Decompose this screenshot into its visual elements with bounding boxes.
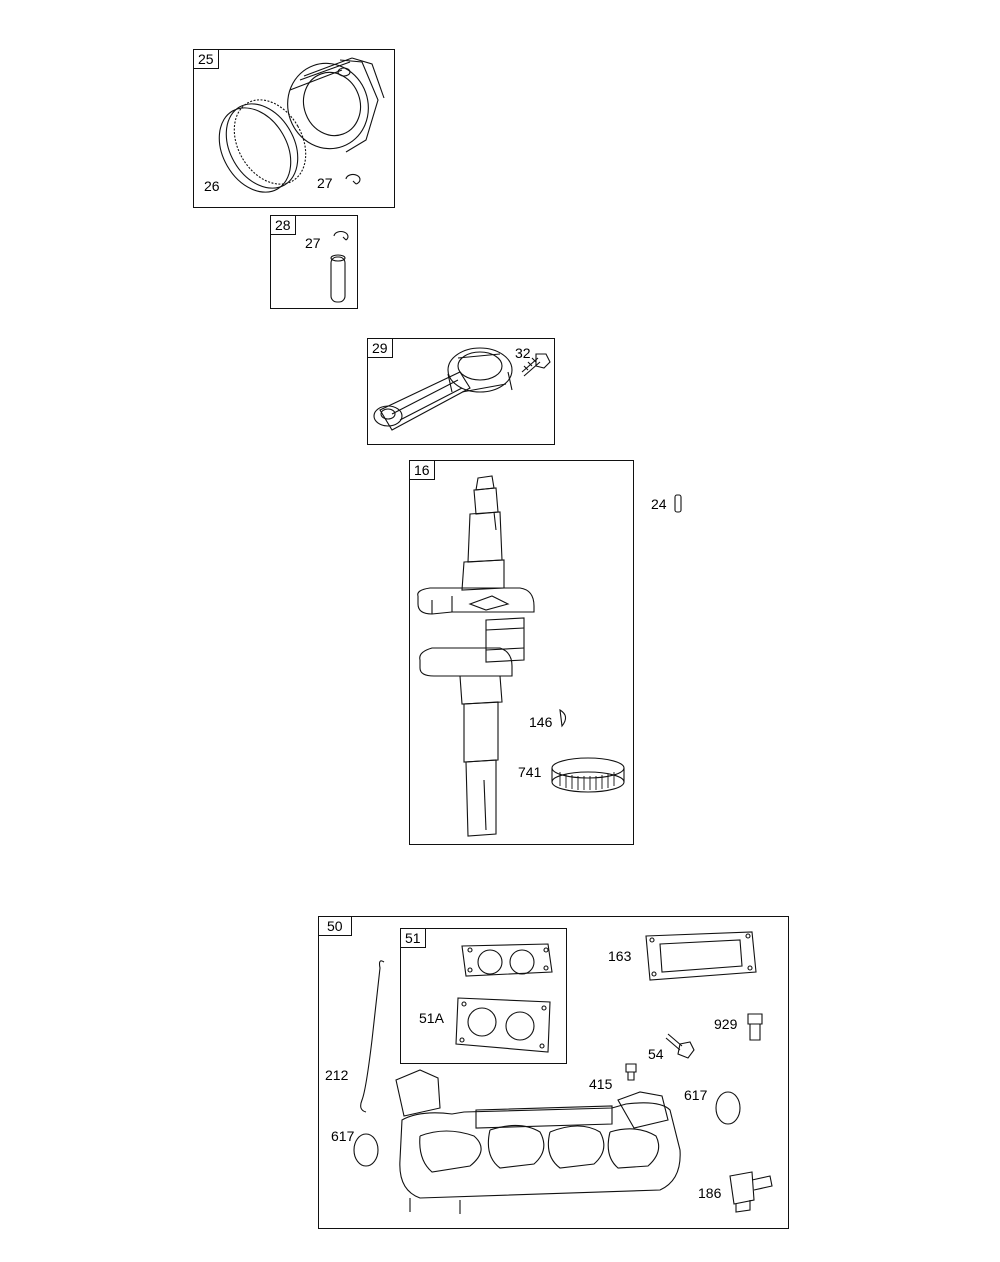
group-28-tag: 28 [270, 215, 296, 235]
piston-rings-drawing [205, 87, 320, 205]
callout-741-gear: 741 [518, 764, 542, 780]
gasket-51-drawing [462, 944, 552, 976]
group-25-piston-assembly: 25 [193, 49, 395, 208]
group-16-tag: 16 [409, 460, 435, 480]
key-146-drawing [560, 710, 566, 726]
timing-gear-741-drawing [552, 758, 624, 792]
retaining-clip-drawing [346, 174, 360, 184]
piston-drawing [276, 52, 384, 160]
callout-415-plug: 415 [589, 1076, 613, 1092]
o-ring-617-right-drawing [716, 1092, 740, 1124]
callout-617-o-ring-left: 617 [331, 1128, 355, 1144]
cover-gasket-163-drawing [646, 932, 756, 980]
screw-929-drawing [748, 1014, 762, 1040]
callout-929-screw: 929 [714, 1016, 738, 1032]
bolt-32-drawing [522, 354, 550, 376]
link-212-drawing [361, 961, 384, 1112]
fitting-186-drawing [730, 1172, 772, 1212]
connecting-rod-drawing [374, 348, 512, 430]
callout-186-fitting: 186 [698, 1185, 722, 1201]
callout-617-o-ring-right: 617 [684, 1087, 708, 1103]
group-51-tag: 51 [400, 928, 426, 948]
group-25-tag: 25 [193, 49, 219, 69]
piston-pin-drawing [331, 232, 348, 302]
group-29-tag: 29 [367, 338, 393, 358]
callout-27-clip: 27 [317, 175, 333, 191]
group-16-crankshaft: 16 [409, 460, 634, 845]
callout-26-rings: 26 [204, 178, 220, 194]
screw-54-drawing [666, 1034, 694, 1058]
callout-212-link: 212 [325, 1067, 349, 1083]
crankshaft-drawing [418, 476, 534, 836]
group-51-gasket-set: 51 [400, 928, 567, 1064]
group-29-connecting-rod: 29 [367, 338, 555, 445]
callout-54-screw: 54 [648, 1046, 664, 1062]
group-50-intake-manifold: 50 [318, 916, 789, 1229]
callout-51a-gasket: 51A [419, 1010, 444, 1026]
key-24-drawing [675, 495, 681, 512]
callout-163-cover: 163 [608, 948, 632, 964]
callout-146-key: 146 [529, 714, 553, 730]
group-50-tag: 50 [318, 916, 352, 936]
callout-24-key: 24 [651, 496, 667, 512]
intake-manifold-drawing [396, 1070, 680, 1214]
group-28-piston-pin: 28 [270, 215, 358, 309]
gasket-51a-drawing [456, 998, 550, 1052]
o-ring-617-left-drawing [354, 1134, 378, 1166]
callout-32-bolt: 32 [515, 345, 531, 361]
plug-415-drawing [626, 1064, 636, 1080]
callout-27-clip-pin: 27 [305, 235, 321, 251]
